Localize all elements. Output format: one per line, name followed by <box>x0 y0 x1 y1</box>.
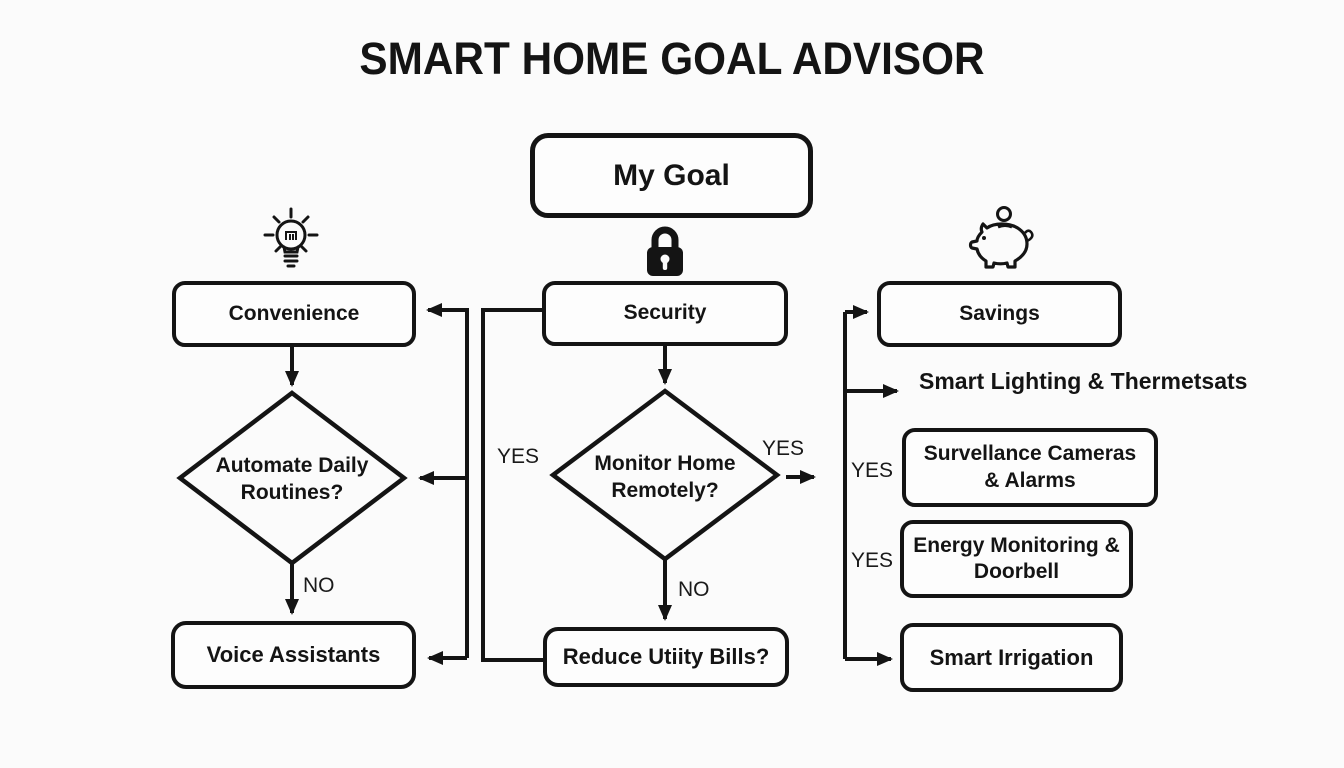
smart-irrigation-box: Smart Irrigation <box>900 623 1123 692</box>
piggy-bank-icon <box>968 206 1034 269</box>
smart-irrigation-label: Smart Irrigation <box>929 644 1094 670</box>
surveillance-cameras-label: Survellance Cameras & Alarms <box>923 442 1137 492</box>
page-title: SMART HOME GOAL ADVISOR <box>359 33 985 84</box>
security-yes-right-label: YES <box>762 437 805 460</box>
savings-yes-label-1: YES <box>851 459 894 482</box>
convenience-box: Convenience <box>172 281 416 347</box>
my-goal-box: My Goal <box>530 133 813 218</box>
security-yes-left-label: YES <box>497 445 540 468</box>
rail-left-b <box>481 308 543 662</box>
security-no-label: NO <box>678 578 710 601</box>
savings-yes-label-2: YES <box>851 549 894 572</box>
security-label: Security <box>623 301 707 325</box>
reduce-utility-bills-label: Reduce Utiity Bills? <box>562 644 770 670</box>
convenience-label: Convenience <box>228 301 360 325</box>
energy-monitoring-label: Energy Monitoring & Doorbell <box>913 533 1120 583</box>
lightbulb-icon <box>263 207 319 268</box>
savings-box: Savings <box>877 281 1122 347</box>
security-box: Security <box>542 281 788 346</box>
convenience-no-label: NO <box>303 574 335 597</box>
smart-lighting-item: Smart Lighting & Thermetsats <box>919 368 1248 394</box>
voice-assistants-label: Voice Assistants <box>206 642 381 668</box>
voice-assistants-box: Voice Assistants <box>171 621 416 689</box>
my-goal-label: My Goal <box>613 158 730 192</box>
security-decision-label: Monitor Home Remotely? <box>594 452 736 503</box>
energy-monitoring-box: Energy Monitoring & Doorbell <box>900 520 1133 598</box>
surveillance-cameras-box: Survellance Cameras & Alarms <box>902 428 1158 507</box>
convenience-decision-label: Automate Daily Routines? <box>215 454 369 505</box>
lock-icon <box>647 226 683 276</box>
reduce-utility-bills-box: Reduce Utiity Bills? <box>543 627 789 687</box>
savings-label: Savings <box>959 301 1040 325</box>
